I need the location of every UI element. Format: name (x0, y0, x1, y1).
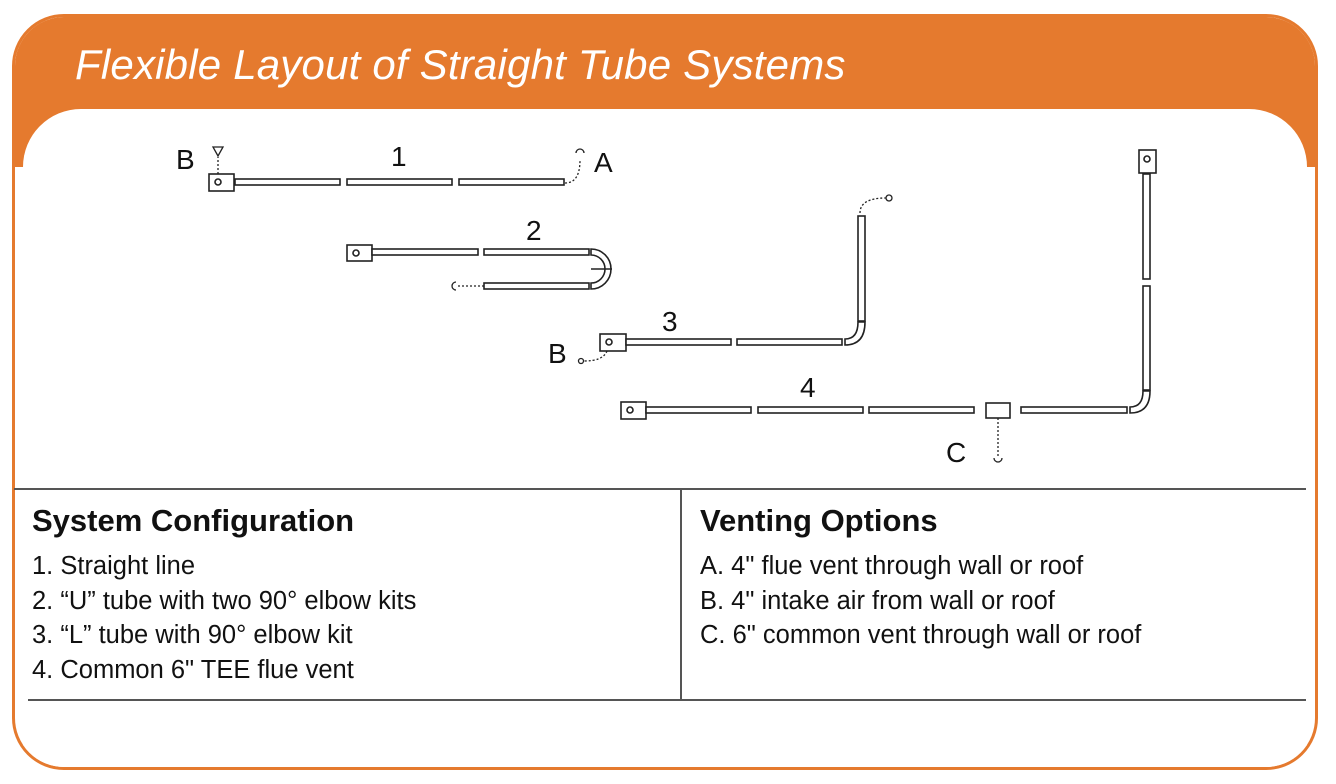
layout-card: Flexible Layout of Straight Tube Systems (12, 14, 1318, 770)
tube-4f (1142, 173, 1151, 280)
tube-3a (625, 338, 732, 346)
page-title: Flexible Layout of Straight Tube Systems (75, 41, 846, 88)
l-elbow (844, 321, 866, 346)
tube-2a (371, 248, 479, 256)
tube-2c (483, 282, 590, 290)
label-config-2: 2 (526, 215, 542, 246)
label-vent-b-1: B (176, 144, 195, 175)
tube-4a (645, 406, 752, 414)
config-3-l-tube (599, 215, 866, 352)
tube-3c (857, 215, 866, 322)
config-2-u-tube (346, 244, 612, 290)
vent-item: A. 4" flue vent through wall or roof (700, 552, 1084, 580)
u-elbow (590, 248, 612, 290)
config-1-straight-line (208, 173, 565, 192)
divider-top (14, 488, 1306, 490)
content-panel (23, 109, 1307, 767)
venting-options-heading: Venting Options (700, 503, 938, 538)
tube-2b (483, 248, 590, 256)
l-elbow-4 (1129, 390, 1151, 414)
tee-fitting (985, 402, 1011, 419)
vent-a-cap (575, 148, 585, 154)
vent-b3-line (583, 350, 608, 362)
tube-4d (1020, 406, 1128, 414)
label-vent-a: A (594, 147, 613, 178)
venting-options-list: A. 4" flue vent through wall or roof B. … (700, 549, 1141, 653)
config-item: 2. “U” tube with two 90° elbow kits (32, 586, 417, 615)
system-configuration-list: 1. Straight line 2. “U” tube with two 90… (32, 549, 416, 687)
system-configuration-heading: System Configuration (32, 503, 355, 538)
divider-bottom (28, 699, 1306, 701)
vent-c-cap (993, 457, 1003, 463)
label-config-1: 1 (391, 141, 407, 172)
tube-1c (458, 178, 565, 186)
label-vent-b-3: B (548, 338, 567, 369)
vent-3-top-line (859, 197, 887, 214)
vent-b3-cap (577, 357, 585, 365)
vent-b1-cap (211, 146, 225, 158)
venting-options-section: Venting Options A. 4" flue vent through … (700, 503, 1141, 653)
system-configuration-section: System Configuration 1. Straight line 2.… (32, 503, 416, 687)
tube-3b (736, 338, 843, 346)
tube-4e (1142, 285, 1151, 391)
label-vent-c: C (946, 437, 966, 468)
config-4-tee (620, 149, 1157, 420)
config-item: 3. “L” tube with 90° elbow kit (32, 621, 353, 649)
config-item: 4. Common 6" TEE flue vent (32, 655, 354, 684)
label-config-4: 4 (800, 372, 816, 403)
vent-3-cap (885, 194, 893, 202)
divider-vertical (680, 488, 682, 700)
heater-box-3 (599, 333, 627, 352)
config-item: 1. Straight line (32, 552, 196, 580)
vent-item: C. 6" common vent through wall or roof (700, 621, 1142, 649)
vent-item: B. 4" intake air from wall or roof (700, 586, 1055, 615)
vent-a-line (564, 159, 581, 184)
tube-4c (868, 406, 975, 414)
tube-4b (757, 406, 864, 414)
tube-1b (346, 178, 453, 186)
vent-2-cap (451, 281, 457, 291)
tube-1a (234, 178, 341, 186)
label-config-3: 3 (662, 306, 678, 337)
